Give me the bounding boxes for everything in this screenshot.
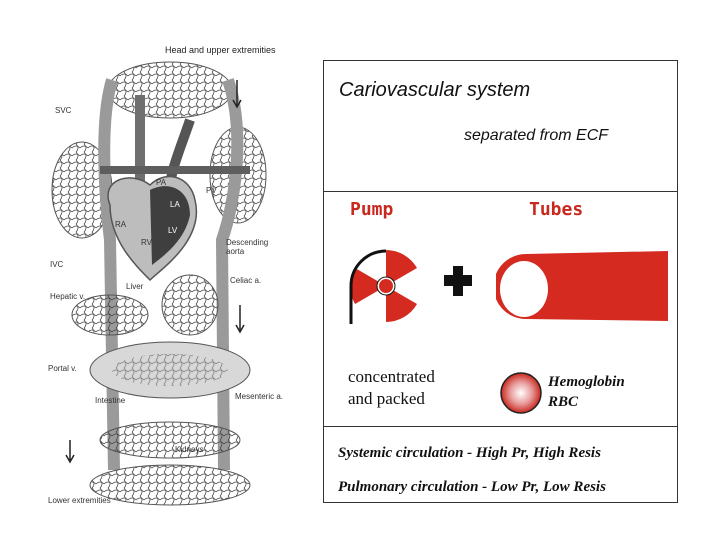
label-hepatic-v: Hepatic v. xyxy=(50,292,85,301)
label-mesenteric-a: Mesenteric a. xyxy=(235,392,284,401)
hemoglobin-text: Hemoglobin RBC xyxy=(548,374,625,410)
label-la: LA xyxy=(170,200,180,209)
divider-top xyxy=(324,191,677,192)
divider-bottom xyxy=(324,426,677,427)
label-ivc: IVC xyxy=(50,260,64,269)
tubes-label: Tubes xyxy=(529,199,584,220)
label-kidneys: Kidneys xyxy=(175,445,204,454)
label-svc: SVC xyxy=(55,106,72,115)
label-pv: PV xyxy=(206,186,217,195)
label-lower-extremities: Lower extremities xyxy=(48,496,111,505)
label-portal-v: Portal v. xyxy=(48,364,77,373)
label-ra: RA xyxy=(115,220,127,229)
systemic-circulation-text: Systemic circulation - High Pr, High Res… xyxy=(338,445,601,461)
label-celiac-a: Celiac a. xyxy=(230,276,262,285)
tube-icon xyxy=(496,251,668,321)
panel-subtitle: separated from ECF xyxy=(464,127,609,144)
red-blood-cell-icon xyxy=(500,372,542,414)
label-rv: RV xyxy=(141,238,152,247)
label-intestine: Intestine xyxy=(95,396,126,405)
label-head-upper-extremities: Head and upper extremities xyxy=(165,45,276,55)
label-liver: Liver xyxy=(126,282,144,291)
pump-label: Pump xyxy=(350,199,394,220)
circulation-diagram: Head and upper extremities SVC PA PV LA … xyxy=(40,40,330,520)
pump-icon xyxy=(349,249,417,324)
panel-title: Cariovascular system xyxy=(339,79,531,101)
circulation-illustration xyxy=(51,61,267,506)
plus-icon xyxy=(444,266,472,296)
label-lv: LV xyxy=(168,226,178,235)
label-descending-aorta: Descending aorta xyxy=(226,238,269,256)
label-pa: PA xyxy=(156,178,167,187)
concentrated-text: concentrated and packed xyxy=(348,367,435,408)
pulmonary-circulation-text: Pulmonary circulation - Low Pr, Low Resi… xyxy=(338,479,606,495)
info-panel: Cariovascular system separated from ECF … xyxy=(323,60,678,503)
